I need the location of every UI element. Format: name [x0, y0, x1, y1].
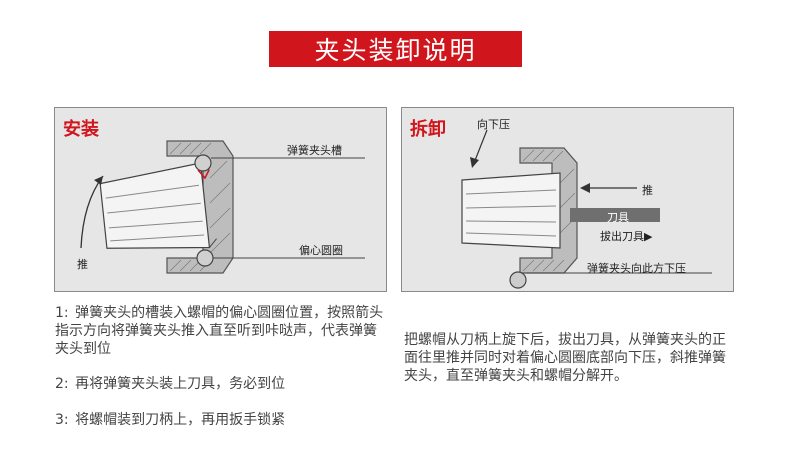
step-number: 2:	[55, 376, 69, 392]
collet	[99, 162, 217, 249]
label-push-remove: 推	[642, 184, 653, 197]
remove-diagram	[461, 129, 712, 289]
step-1: 1: 弹簧夹头的槽装入螺帽的偏心圆圈位置，按照箭头指示方向将弹簧夹头推入直至听到…	[55, 304, 385, 358]
step-text: 将螺帽装到刀柄上，再用扳手锁紧	[75, 412, 286, 428]
eccentric-circle-remove	[509, 271, 527, 289]
tool-shank	[570, 208, 660, 222]
remove-panel: 拆卸 向下压 推 刀具 拔出刀具▶ 弹簧夹头	[401, 107, 734, 292]
push-arrow	[80, 175, 104, 249]
step-3: 3: 将螺帽装到刀柄上，再用扳手锁紧	[55, 411, 385, 429]
install-heading: 安装	[63, 119, 99, 140]
nut-body	[166, 140, 234, 274]
step-2: 2: 再将弹簧夹头装上刀具，务必到位	[55, 375, 385, 393]
page-title: 夹头装卸说明	[269, 31, 522, 67]
label-groove: 弹簧夹头槽	[287, 144, 342, 157]
step-number: 1:	[55, 305, 69, 321]
install-diagram	[80, 140, 365, 274]
step-text: 弹簧夹头的槽装入螺帽的偏心圆圈位置，按照箭头指示方向将弹簧夹头推入直至听到咔哒声…	[55, 305, 384, 357]
remove-heading: 拆卸	[410, 119, 446, 140]
eccentric-circle-bottom	[196, 249, 214, 267]
collet-remove	[461, 172, 561, 249]
red-mark	[197, 169, 210, 180]
label-pull-tool: 拔出刀具▶	[600, 230, 653, 243]
label-collet-press: 弹簧夹头向此方下压	[587, 262, 686, 275]
label-eccentric: 偏心圆圈	[299, 244, 343, 257]
press-arrow	[473, 129, 488, 164]
label-press: 向下压	[477, 118, 510, 131]
step-number: 3:	[55, 412, 69, 428]
remove-instructions: 把螺帽从刀柄上旋下后，拔出刀具，从弹簧夹头的正面往里推并同时对着偏心圆圈底部向下…	[404, 332, 726, 384]
label-tool: 刀具	[607, 211, 629, 224]
label-push-install: 推	[77, 258, 88, 271]
install-panel: 安装 弹簧夹头槽 偏心圆圈	[54, 107, 387, 292]
step-text: 再将弹簧夹头装上刀具，务必到位	[75, 376, 286, 392]
eccentric-circle-top	[194, 154, 212, 172]
